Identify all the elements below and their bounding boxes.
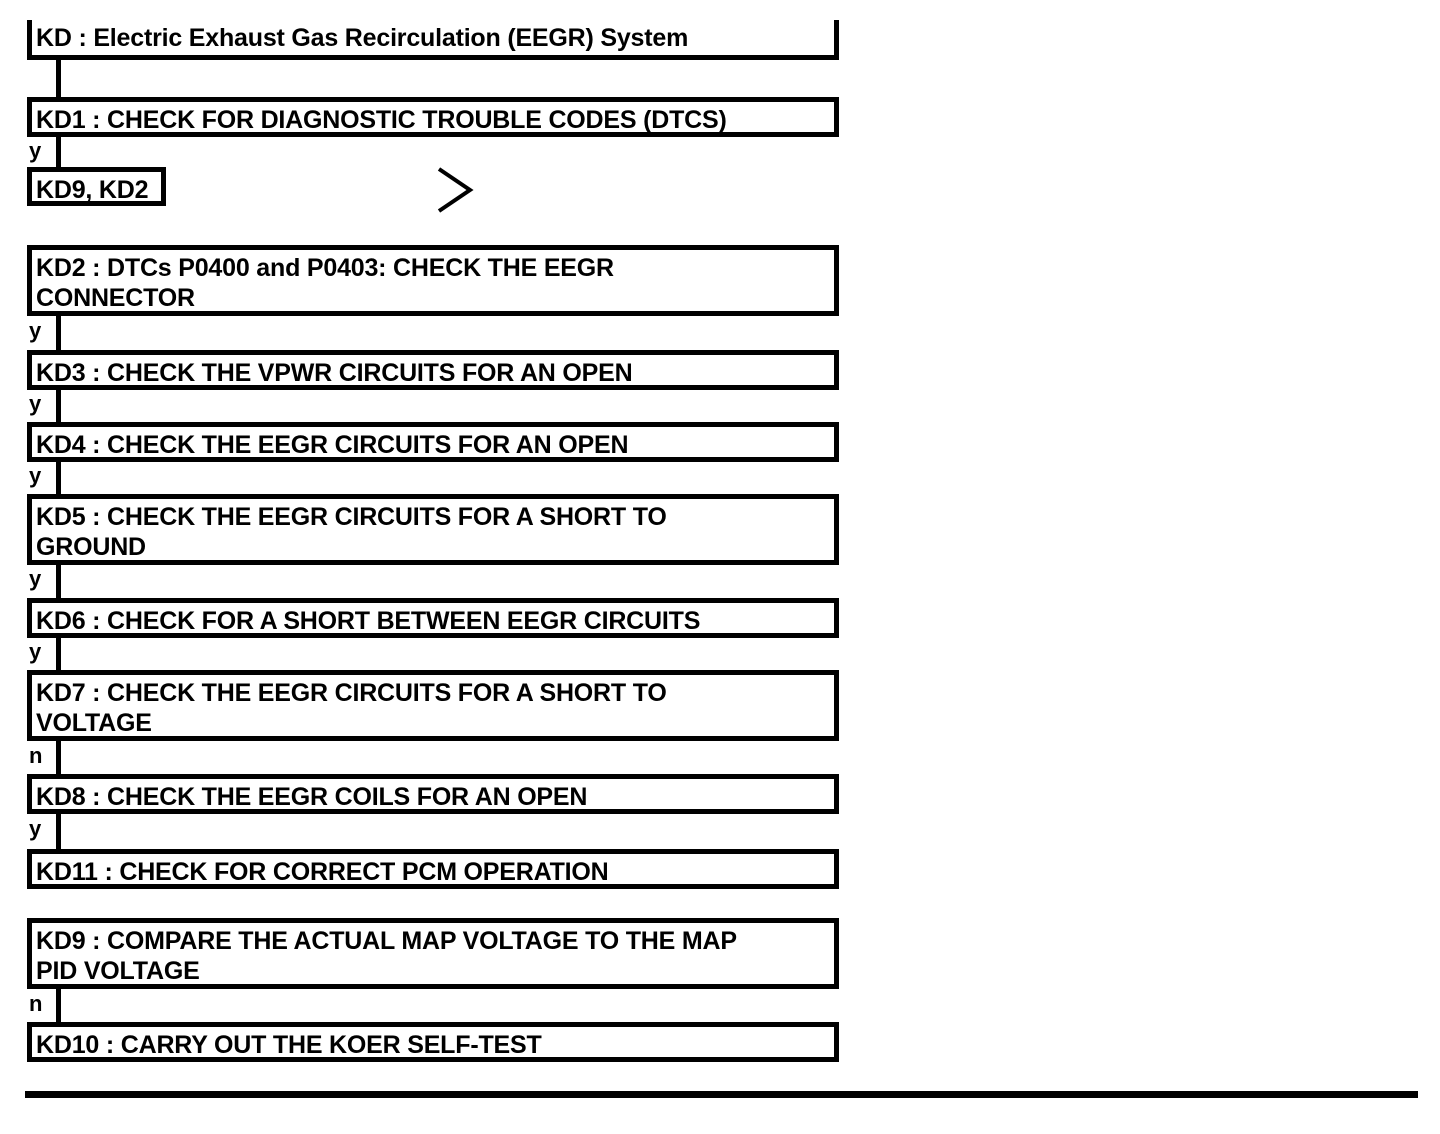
flow-node-kd2[interactable]: KD2 : DTCs P0400 and P0403: CHECK THE EE… [27, 245, 839, 316]
connector-kd5-to-kd6 [56, 565, 61, 598]
connector-kd2-to-kd3 [56, 316, 61, 350]
flow-node-kd8[interactable]: KD8 : CHECK THE EEGR COILS FOR AN OPEN [27, 774, 839, 814]
branch-label-kd8: y [29, 816, 42, 841]
flow-node-kd1[interactable]: KD1 : CHECK FOR DIAGNOSTIC TROUBLE CODES… [27, 97, 839, 137]
branch-label-kd1: y [29, 138, 42, 163]
branch-label-kd5: y [29, 566, 42, 591]
branch-label-kd4: y [29, 463, 42, 488]
branch-label-kd7: n [29, 743, 43, 768]
connector-kd1-to-kd9_kd2 [56, 137, 61, 167]
connector-kd3-to-kd4 [56, 390, 61, 422]
page-bottom-rule [25, 1091, 1418, 1098]
flow-node-kd6[interactable]: KD6 : CHECK FOR A SHORT BETWEEN EEGR CIR… [27, 598, 839, 638]
connector-kd4-to-kd5 [56, 462, 61, 494]
branch-label-kd6: y [29, 639, 42, 664]
branch-label-kd9: n [29, 991, 43, 1016]
flow-node-kd3[interactable]: KD3 : CHECK THE VPWR CIRCUITS FOR AN OPE… [27, 350, 839, 390]
flow-node-kd7[interactable]: KD7 : CHECK THE EEGR CIRCUITS FOR A SHOR… [27, 670, 839, 741]
flow-node-kd[interactable]: KD : Electric Exhaust Gas Recirculation … [27, 20, 839, 60]
flow-node-kd11[interactable]: KD11 : CHECK FOR CORRECT PCM OPERATION [27, 849, 839, 889]
connector-kd6-to-kd7 [56, 638, 61, 670]
connector-kd-to-kd1 [56, 60, 61, 97]
flow-node-kd9-kd2[interactable]: KD9, KD2 [27, 167, 166, 206]
connector-kd7-to-kd8 [56, 741, 61, 774]
chevron-right-icon [436, 166, 474, 214]
flow-node-kd10[interactable]: KD10 : CARRY OUT THE KOER SELF-TEST [27, 1022, 839, 1062]
flow-node-kd9[interactable]: KD9 : COMPARE THE ACTUAL MAP VOLTAGE TO … [27, 918, 839, 989]
branch-label-kd2: y [29, 318, 42, 343]
flow-node-kd4[interactable]: KD4 : CHECK THE EEGR CIRCUITS FOR AN OPE… [27, 422, 839, 462]
branch-label-kd3: y [29, 391, 42, 416]
flow-node-kd5[interactable]: KD5 : CHECK THE EEGR CIRCUITS FOR A SHOR… [27, 494, 839, 565]
connector-kd9-to-kd10 [56, 989, 61, 1022]
connector-kd8-to-kd11 [56, 814, 61, 849]
